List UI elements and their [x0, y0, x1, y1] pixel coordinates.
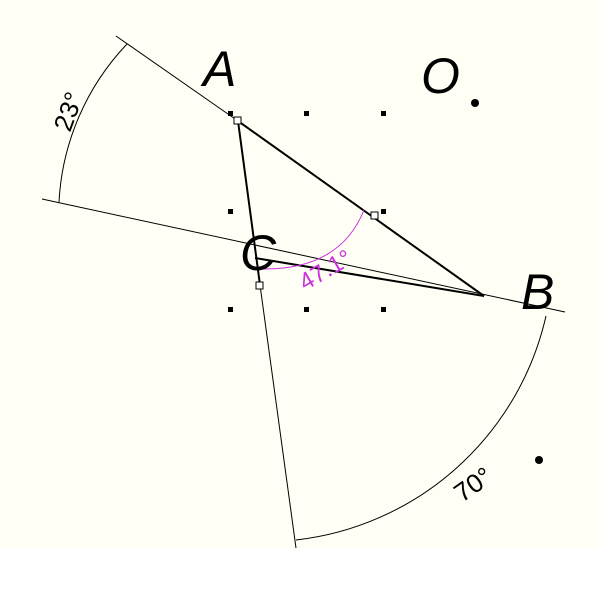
point-label-c: C: [240, 225, 277, 281]
sector-70[interactable]: [259, 284, 547, 549]
sector-70-arc[interactable]: [295, 315, 547, 541]
midpoint-ab-handle[interactable]: [370, 211, 379, 220]
grid-dot: [381, 307, 386, 312]
grid-dot: [304, 307, 309, 312]
grid-dot: [381, 111, 386, 116]
sector-23[interactable]: [41, 35, 566, 313]
point-label-b: B: [521, 264, 554, 320]
canvas-background: [0, 0, 603, 548]
segment-ab[interactable]: [237, 120, 485, 297]
measured-angle-arc[interactable]: [261, 209, 365, 270]
grid-dot: [381, 209, 386, 214]
segment-cb[interactable]: [254, 257, 485, 297]
grid-dot: [228, 111, 233, 116]
sector-70-ray[interactable]: [259, 284, 297, 549]
point-label-o: O: [421, 48, 460, 104]
sector-23-ray-lower[interactable]: [41, 198, 566, 313]
grid-dot: [228, 307, 233, 312]
point-c-handle[interactable]: [255, 281, 264, 290]
grid-dots: [228, 111, 386, 312]
sector-23-arc[interactable]: [58, 43, 128, 203]
grid-dot: [228, 209, 233, 214]
free-point-dot[interactable]: [535, 456, 543, 464]
point-label-a: A: [200, 41, 236, 97]
grid-dot: [304, 111, 309, 116]
sector-23-ray-upper[interactable]: [115, 35, 239, 122]
triangle-abc[interactable]: [237, 120, 485, 297]
point-o-dot[interactable]: [471, 99, 479, 107]
point-a-handle[interactable]: [233, 116, 242, 125]
